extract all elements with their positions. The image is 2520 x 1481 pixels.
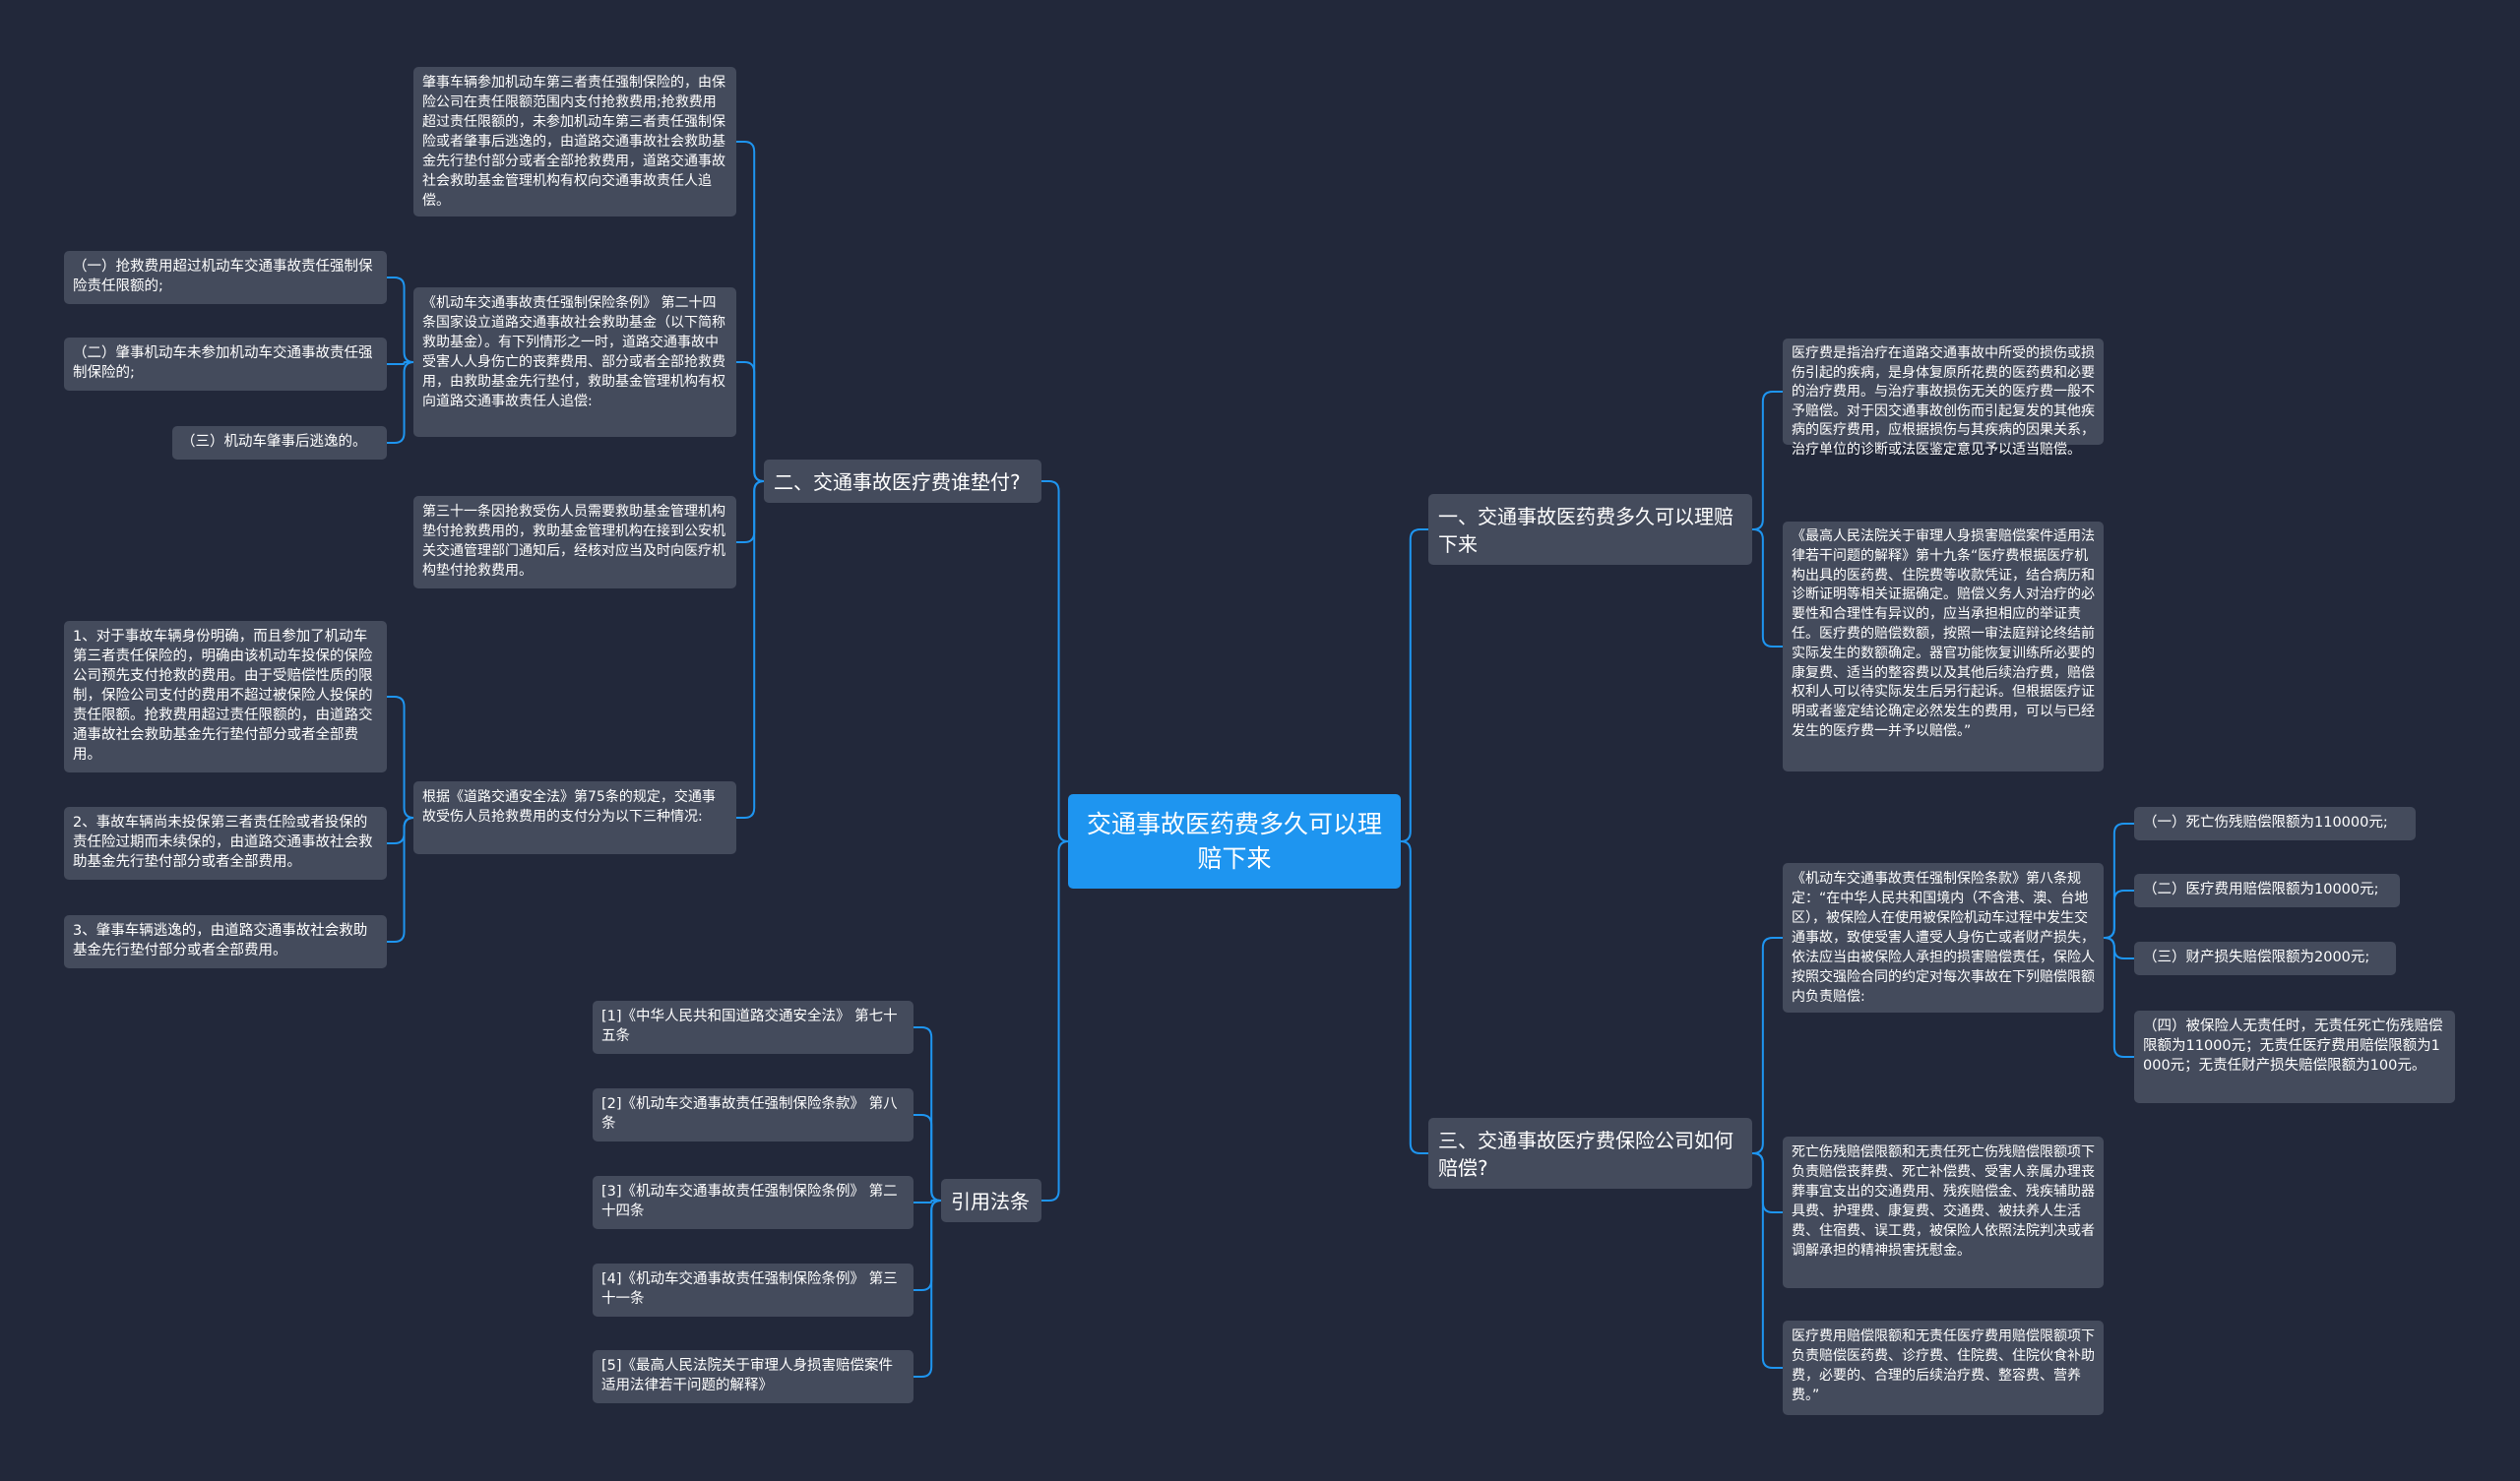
connector-root-b1 [1400,528,1428,842]
connector-b3-r5 [1752,1152,1783,1369]
connector-b4-c4 [914,1200,942,1291]
node-text: 《最高人民法院关于审理人身损害赔偿案件适用法律若干问题的解释》第十九条“医疗费根… [1792,528,2095,739]
connector-r3-r3c [2104,937,2134,959]
text-node-scenario-2[interactable]: 2、事故车辆尚未投保第三者责任险或者投保的责任险过期而未续保的，由道路交通事故社… [64,807,387,880]
text-node-rescue-fee-payment[interactable]: 肇事车辆参加机动车第三者责任强制保险的，由保险公司在责任限额范围内支付抢救费用;… [413,67,736,216]
text-node-medical-fee-definition[interactable]: 医疗费是指治疗在道路交通事故中所受的损伤或损伤引起的疾病，是身体复原所花费的医药… [1783,339,2104,458]
citation-4[interactable]: [4]《机动车交通事故责任强制保险条例》 第三十一条 [593,1264,914,1317]
connector-l2-l2a [387,277,414,363]
citation-3[interactable]: [3]《机动车交通事故责任强制保险条例》 第二十四条 [593,1176,914,1229]
connector-b2-l4 [736,480,765,819]
node-text: 《机动车交通事故责任强制保险条款》第八条规定：“在中华人民共和国境内（不含港、澳… [1792,871,2095,1005]
text-node-death-limit[interactable]: （一）死亡伤残赔偿限额为110000元; [2134,807,2416,840]
branch-label: 一、交通事故医药费多久可以理赔下来 [1438,505,1733,556]
node-text: [1]《中华人民共和国道路交通安全法》 第七十五条 [601,1009,898,1044]
connector-b4-c5 [914,1200,942,1378]
text-node-scenario-1[interactable]: 1、对于事故车辆身份明确，而且参加了机动车第三者责任保险的，明确由该机动车投保的… [64,621,387,772]
connector-root-b2 [1041,480,1069,842]
connector-l2-l2b [387,361,413,365]
node-text: （四）被保险人无责任时，无责任死亡伤残赔偿限额为11000元；无责任医疗费用赔偿… [2143,1018,2443,1074]
connector-l4-l4c [387,817,414,943]
text-node-medical-limit[interactable]: （二）医疗费用赔偿限额为10000元; [2134,874,2400,907]
root-node[interactable]: 交通事故医药费多久可以理赔下来 [1068,794,1401,889]
text-node-death-disability-items[interactable]: 死亡伤残赔偿限额和无责任死亡伤残赔偿限额项下负责赔偿丧葬费、死亡补偿费、受害人亲… [1783,1137,2104,1288]
connector-l2-l2c [387,361,414,444]
branch-cited-laws[interactable]: 引用法条 [941,1179,1041,1222]
text-node-regulation-article-31[interactable]: 第三十一条因抢救受伤人员需要救助基金管理机构垫付抢救费用的，救助基金管理机构在接… [413,496,736,588]
node-text: （二）医疗费用赔偿限额为10000元; [2143,882,2379,897]
citation-2[interactable]: [2]《机动车交通事故责任强制保险条款》 第八条 [593,1088,914,1142]
node-text: 死亡伤残赔偿限额和无责任死亡伤残赔偿限额项下负责赔偿丧葬费、死亡补偿费、受害人亲… [1792,1144,2095,1259]
node-text: 根据《道路交通安全法》第75条的规定，交通事故受伤人员抢救费用的支付分为以下三种… [422,789,716,825]
connector-r3-r3d [2104,937,2134,1058]
connector-b2-l2 [736,361,765,482]
text-node-case-hit-and-run[interactable]: （三）机动车肇事后逃逸的。 [172,426,387,460]
branch-label: 二、交通事故医疗费谁垫付? [774,470,1021,494]
text-node-scenario-3[interactable]: 3、肇事车辆逃逸的，由道路交通事故社会救助基金先行垫付部分或者全部费用。 [64,915,387,968]
node-text: [5]《最高人民法院关于审理人身损害赔偿案件适用法律若干问题的解释》 [601,1358,894,1393]
connector-b1-r2 [1752,528,1783,648]
text-node-no-fault-limits[interactable]: （四）被保险人无责任时，无责任死亡伤残赔偿限额为11000元；无责任医疗费用赔偿… [2134,1011,2455,1103]
node-text: 肇事车辆参加机动车第三者责任强制保险的，由保险公司在责任限额范围内支付抢救费用;… [422,75,725,209]
text-node-judicial-interpretation[interactable]: 《最高人民法院关于审理人身损害赔偿案件适用法律若干问题的解释》第十九条“医疗费根… [1783,522,2104,771]
text-node-property-limit[interactable]: （三）财产损失赔偿限额为2000元; [2134,942,2396,975]
branch-medical-fee-claim-time[interactable]: 一、交通事故医药费多久可以理赔下来 [1428,494,1752,565]
node-text: （三）财产损失赔偿限额为2000元; [2143,950,2370,965]
node-text: （二）肇事机动车未参加机动车交通事故责任强制保险的; [73,345,373,381]
citation-5[interactable]: [5]《最高人民法院关于审理人身损害赔偿案件适用法律若干问题的解释》 [593,1350,914,1403]
node-text: （一）抢救费用超过机动车交通事故责任强制保险责任限额的; [73,259,373,294]
node-text: 《机动车交通事故责任强制保险条例》 第二十四条国家设立道路交通事故社会救助基金（… [422,295,725,409]
node-text: 医疗费是指治疗在道路交通事故中所受的损伤或损伤引起的疾病，是身体复原所花费的医药… [1792,345,2095,458]
node-text: （三）机动车肇事后逃逸的。 [181,434,367,450]
text-node-insurance-clause-8[interactable]: 《机动车交通事故责任强制保险条款》第八条规定：“在中华人民共和国境内（不含港、澳… [1783,863,2104,1013]
node-text: 3、肇事车辆逃逸的，由道路交通事故社会救助基金先行垫付部分或者全部费用。 [73,923,368,958]
connector-b1-r1 [1752,391,1783,530]
branch-label: 三、交通事故医疗费保险公司如何赔偿? [1438,1129,1733,1180]
node-text: 医疗费用赔偿限额和无责任医疗费用赔偿限额项下负责赔偿医药费、诊疗费、住院费、住院… [1792,1328,2095,1403]
connector-b3-r4 [1752,1152,1783,1213]
text-node-medical-items[interactable]: 医疗费用赔偿限额和无责任医疗费用赔偿限额项下负责赔偿医药费、诊疗费、住院费、住院… [1783,1321,2104,1415]
branch-label: 引用法条 [951,1190,1030,1213]
node-text: 第三十一条因抢救受伤人员需要救助基金管理机构垫付抢救费用的，救助基金管理机构在接… [422,504,725,579]
connector-b4-c3 [914,1200,941,1203]
node-text: 2、事故车辆尚未投保第三者责任险或者投保的责任险过期而未续保的，由道路交通事故社… [73,815,373,870]
citation-1[interactable]: [1]《中华人民共和国道路交通安全法》 第七十五条 [593,1001,914,1054]
connector-l4-l4b [387,817,414,844]
root-label: 交通事故医药费多久可以理赔下来 [1086,810,1382,873]
connector-root-b4 [1041,840,1069,1202]
branch-who-advances-fee[interactable]: 二、交通事故医疗费谁垫付? [764,460,1041,503]
text-node-case-no-insurance[interactable]: （二）肇事机动车未参加机动车交通事故责任强制保险的; [64,338,387,391]
node-text: [4]《机动车交通事故责任强制保险条例》 第三十一条 [601,1271,898,1307]
branch-insurance-compensation[interactable]: 三、交通事故医疗费保险公司如何赔偿? [1428,1118,1752,1189]
connector-b2-l1 [736,141,765,482]
connector-r3-r3b [2104,890,2134,939]
connector-b4-c2 [914,1114,942,1202]
text-node-regulation-article-24[interactable]: 《机动车交通事故责任强制保险条例》 第二十四条国家设立道路交通事故社会救助基金（… [413,287,736,437]
text-node-case-exceed-limit[interactable]: （一）抢救费用超过机动车交通事故责任强制保险责任限额的; [64,251,387,304]
connector-l4-l4a [387,696,414,819]
connector-b3-r3 [1752,937,1783,1154]
text-node-traffic-law-article-75[interactable]: 根据《道路交通安全法》第75条的规定，交通事故受伤人员抢救费用的支付分为以下三种… [413,781,736,854]
node-text: （一）死亡伤残赔偿限额为110000元; [2143,815,2388,831]
node-text: 1、对于事故车辆身份明确，而且参加了机动车第三者责任保险的，明确由该机动车投保的… [73,629,373,763]
connector-b2-l3 [736,480,765,543]
node-text: [3]《机动车交通事故责任强制保险条例》 第二十四条 [601,1184,898,1219]
connector-root-b3 [1400,840,1428,1154]
node-text: [2]《机动车交通事故责任强制保险条款》 第八条 [601,1096,898,1132]
connector-r3-r3a [2104,823,2134,939]
